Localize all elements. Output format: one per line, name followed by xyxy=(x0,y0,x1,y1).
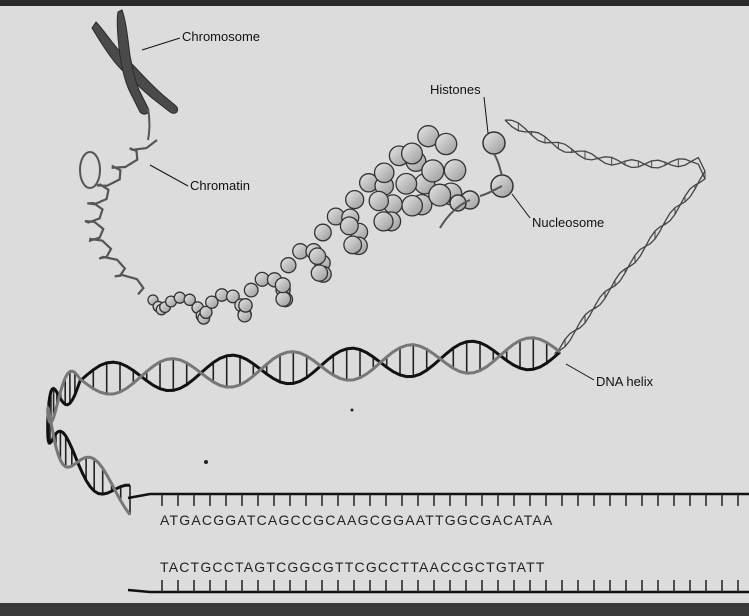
nucleosome-bead xyxy=(346,191,364,209)
nucleosome-bead xyxy=(402,196,422,216)
nucleosome-bead xyxy=(402,143,423,164)
nucleosome-bead xyxy=(369,191,388,210)
bottom-base-ticks xyxy=(162,580,738,592)
nucleosome-bead xyxy=(422,160,444,182)
chromatin-label: Chromatin xyxy=(190,178,250,193)
speck xyxy=(204,460,208,464)
sequence-panel: ATGACGGATCAGCCGCAAGCGGAATTGGCGACATAA TAC… xyxy=(128,494,749,592)
histones-label: Histones xyxy=(430,82,481,97)
bottom-border xyxy=(0,603,749,616)
nucleosome-bead xyxy=(174,292,185,303)
chromosome-strand xyxy=(148,108,150,140)
nucleosome-bead xyxy=(276,292,291,307)
nucleosome-bead xyxy=(375,163,394,182)
chromatin-loop xyxy=(85,140,157,294)
thin-backbone xyxy=(505,120,705,357)
speck xyxy=(351,409,354,412)
nucleosome-bead xyxy=(374,212,393,231)
nucleosome-bead xyxy=(344,236,362,254)
dna-double-helix xyxy=(48,338,560,515)
bottom-strand-sequence: TACTGCCTAGTCGGCGTTCGCCTTAACCGCTGTATT xyxy=(160,559,546,575)
nucleosome-fiber xyxy=(148,126,466,324)
dna-helix-label: DNA helix xyxy=(596,374,654,389)
chromosome-shape xyxy=(92,10,178,114)
nucleosome-bead xyxy=(275,278,290,293)
nucleosome-bead xyxy=(436,133,457,154)
bottom-backbone xyxy=(128,590,749,592)
thin-backbone xyxy=(505,120,705,353)
top-strand-sequence: ATGACGGATCAGCCGCAAGCGGAATTGGCGACATAA xyxy=(160,512,554,528)
histones-leader xyxy=(484,97,488,133)
nucleosome-bead xyxy=(315,224,332,241)
nucleosome-leader xyxy=(512,194,530,218)
nucleosome-bead xyxy=(281,258,296,273)
dna-helix-leader xyxy=(566,364,594,380)
chromatin-leader xyxy=(150,165,188,186)
top-backbone xyxy=(128,494,749,498)
top-border xyxy=(0,0,749,6)
helix-backbone xyxy=(48,341,560,494)
nucleosome-label: Nucleosome xyxy=(532,215,604,230)
upper-dna-strand xyxy=(505,120,705,357)
nucleosome-bead xyxy=(429,184,451,206)
chromatin-coil xyxy=(80,140,157,294)
chromosome-leader xyxy=(142,38,180,50)
chromatin-loop xyxy=(80,152,100,188)
nucleosome-bead xyxy=(244,283,258,297)
nucleosome-bead xyxy=(309,248,325,264)
nucleosome-bead xyxy=(311,265,327,281)
nucleosome-bead xyxy=(396,174,417,195)
chromosome-label: Chromosome xyxy=(182,29,260,44)
nucleosome-bead xyxy=(239,299,252,312)
top-base-ticks xyxy=(162,494,738,506)
nucleosome-bead xyxy=(340,217,358,235)
nucleosome-bead xyxy=(444,160,465,181)
